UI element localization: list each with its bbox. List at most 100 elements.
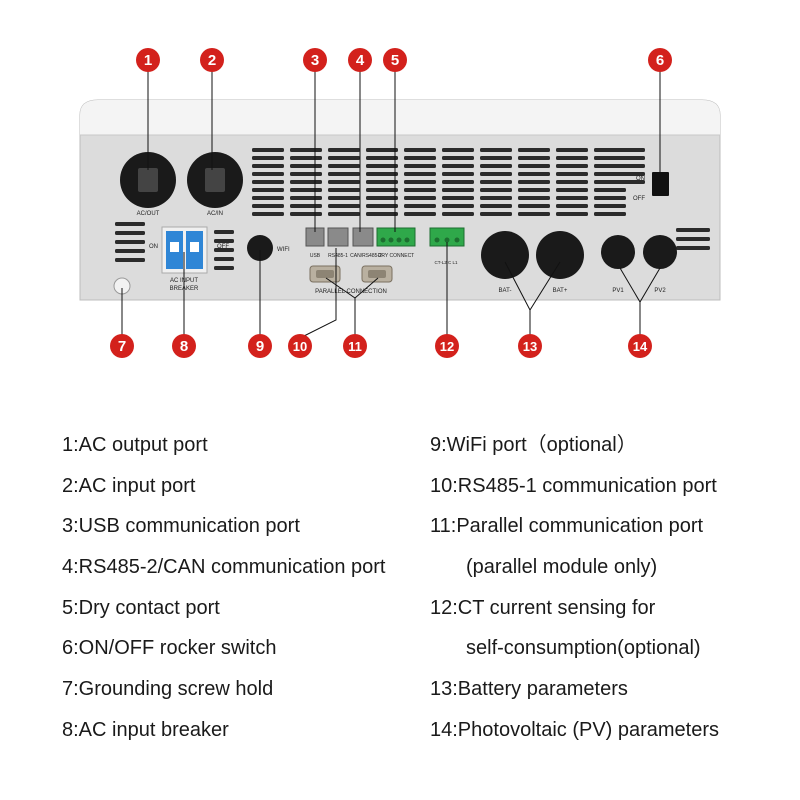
vent-slot	[252, 172, 284, 176]
vent-slot	[366, 172, 398, 176]
parallel-port-1[interactable]	[309, 265, 341, 283]
can-rs485-2-port[interactable]	[352, 227, 374, 247]
vent-slot	[480, 204, 512, 208]
vent-slot	[595, 172, 645, 176]
vent-slot	[480, 212, 512, 216]
vent-slot	[518, 156, 550, 160]
vent-slot	[556, 212, 588, 216]
vent-slot	[366, 212, 398, 216]
vent-slot	[518, 204, 550, 208]
vent-slot	[594, 212, 626, 216]
legend-item-continuation: self-consumption(optional)	[466, 637, 701, 660]
vent-slot	[595, 180, 645, 184]
badge-circle	[628, 334, 652, 358]
vent-slot	[442, 196, 474, 200]
vent-slot	[366, 188, 398, 192]
vent-slot	[404, 204, 436, 208]
badge-number: 1	[144, 52, 152, 69]
pv1-port[interactable]	[601, 235, 635, 269]
vent-slot	[328, 156, 360, 160]
badge-number: 5	[391, 52, 399, 69]
vent-slot	[442, 172, 474, 176]
legend-item: 3:USB communication port	[62, 515, 300, 538]
badge-circle	[172, 334, 196, 358]
legend-item: 13:Battery parameters	[430, 678, 628, 701]
vent-slot	[556, 164, 588, 168]
badge-number: 9	[256, 338, 264, 355]
battery-negative-port[interactable]	[481, 231, 529, 279]
inverter-diagram: AC/OUT AC/IN ON OFF ON OFF AC INPUT BREA…	[79, 48, 721, 358]
pv2-port[interactable]	[643, 235, 677, 269]
badge-7: 7	[110, 334, 134, 358]
badge-circle	[518, 334, 542, 358]
vent-slot	[442, 148, 474, 152]
legend-item-continuation: (parallel module only)	[466, 556, 658, 579]
rs485-1-port[interactable]	[327, 227, 349, 247]
vent-slot	[518, 212, 550, 216]
badge-6: 6	[648, 48, 672, 72]
parallel-port-2[interactable]	[361, 265, 393, 283]
vent-slot	[442, 164, 474, 168]
badge-13: 13	[518, 334, 542, 358]
pv2-label: PV2	[654, 288, 666, 294]
legend-item: 2:AC input port	[62, 474, 196, 497]
vent-slot	[594, 204, 626, 208]
vent-slot	[404, 156, 436, 160]
vent-slot	[556, 180, 588, 184]
legend-item: 11:Parallel communication port	[430, 515, 704, 538]
badge-circle	[288, 334, 312, 358]
ac-out-label: AC/OUT	[137, 211, 160, 217]
ct-terminal[interactable]	[429, 227, 465, 247]
legend-item: 9:WiFi port（optional）	[430, 434, 637, 456]
vent-slot	[480, 188, 512, 192]
legend-item: 10:RS485-1 communication port	[430, 474, 717, 497]
vent-slot	[290, 172, 322, 176]
vent-slot	[480, 148, 512, 152]
vent-slot	[214, 248, 234, 252]
badge-circle	[303, 48, 327, 72]
badge-14: 14	[628, 334, 652, 358]
badge-number: 14	[633, 339, 648, 354]
vent-slot	[366, 196, 398, 200]
vent-slot	[366, 156, 398, 160]
ventilation-slots	[115, 148, 710, 270]
vent-slot	[594, 196, 626, 200]
pv1-label: PV1	[612, 288, 624, 294]
vent-slot	[556, 156, 588, 160]
vent-slot	[480, 156, 512, 160]
dry-contact-terminal[interactable]	[376, 227, 416, 247]
battery-positive-port[interactable]	[536, 231, 584, 279]
legend-item: 5:Dry contact port	[62, 596, 220, 619]
bat-plus-label: BAT+	[553, 288, 568, 294]
vent-slot	[518, 196, 550, 200]
vent-slot	[676, 237, 710, 241]
parallel-connection-label: PARALLEL CONNECTION	[315, 289, 387, 295]
badge-circle	[110, 334, 134, 358]
vent-slot	[480, 164, 512, 168]
badge-10: 10	[288, 334, 312, 358]
vent-slot	[595, 148, 645, 152]
vent-slot	[290, 156, 322, 160]
can-rs485-2-label: CAN/RS485-2	[350, 253, 382, 259]
vent-slot	[214, 239, 234, 243]
badge-circle	[348, 48, 372, 72]
switch-off-label: OFF	[633, 196, 645, 202]
badge-5: 5	[383, 48, 407, 72]
vent-slot	[595, 164, 645, 168]
vent-slot	[404, 164, 436, 168]
vent-slot	[518, 148, 550, 152]
vent-slot	[290, 196, 322, 200]
breaker-off-label: OFF	[217, 244, 229, 250]
badge-number: 11	[348, 339, 362, 354]
ac-output-port	[120, 152, 176, 208]
wifi-port[interactable]	[247, 235, 273, 261]
vent-slot	[214, 230, 234, 234]
vent-slot	[556, 204, 588, 208]
legend-left: 1:AC output port 2:AC input port 3:USB c…	[62, 425, 385, 751]
vent-slot	[594, 188, 626, 192]
badge-11: 11	[343, 334, 367, 358]
vent-slot	[115, 240, 145, 244]
vent-slot	[676, 246, 710, 250]
legend-item: 4:RS485-2/CAN communication port	[62, 556, 386, 579]
